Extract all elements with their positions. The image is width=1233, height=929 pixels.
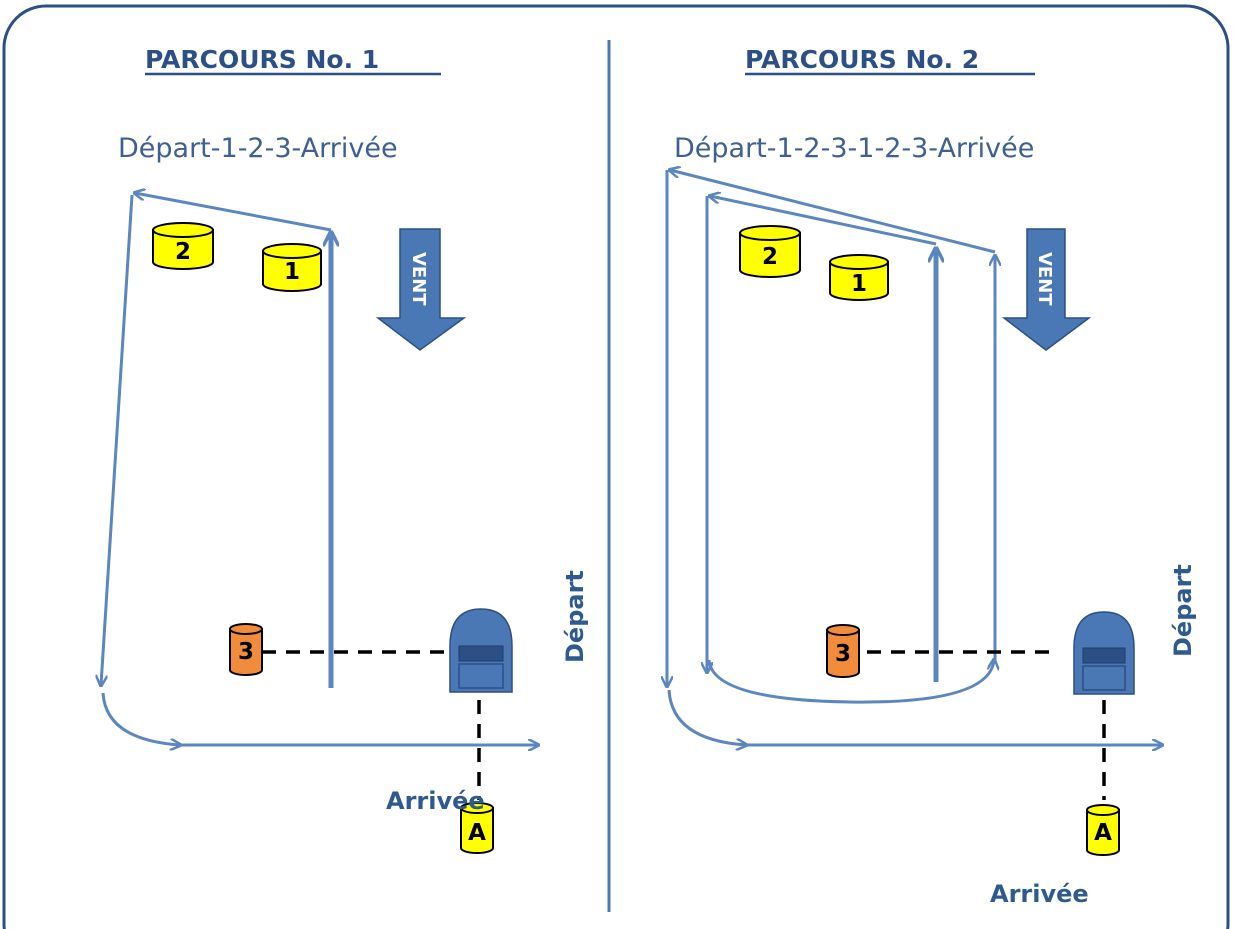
panel-2-wind-label: VENT — [1034, 252, 1055, 306]
panel-1-reach-leg-1-2 — [135, 193, 332, 232]
panel-1-buoy-2: 2 — [152, 222, 214, 270]
panel-2: PARCOURS No. 2 Départ-1-2-3-1-2-3-Arrivé… — [667, 45, 1197, 908]
panel-2-sequence: Départ-1-2-3-1-2-3-Arrivée — [674, 133, 1034, 164]
panel-2-finish-label: Arrivée — [990, 880, 1089, 908]
panel-1-buoy-a: A — [460, 802, 494, 854]
panel-1-sequence: Départ-1-2-3-Arrivée — [118, 133, 398, 164]
panel-1-wind-arrow: VENT — [375, 228, 467, 351]
panel-1-finish-label: Arrivée — [386, 787, 485, 815]
panel-1-title: PARCOURS No. 1 — [145, 45, 379, 74]
panel-1-start-label: Départ — [561, 570, 589, 663]
panel-1-buoy-2-label: 2 — [175, 239, 191, 265]
panel-2-title: PARCOURS No. 2 — [745, 45, 979, 74]
panel-1-buoy-a-label: A — [468, 820, 486, 846]
panel-2-reach-leg-lap-2 — [670, 170, 996, 254]
panel-2-wind-arrow: VENT — [1001, 228, 1092, 351]
panel-1-rounding-curve — [101, 692, 180, 745]
panel-2-buoy-3-label: 3 — [835, 641, 851, 667]
panel-1-buoy-3: 3 — [229, 623, 263, 676]
panel-2-buoy-1: 1 — [829, 254, 889, 301]
panel-2-buoy-3: 3 — [826, 624, 860, 678]
panel-1-committee-boat — [449, 608, 513, 693]
panel-2-rounding-curve — [667, 689, 746, 745]
panel-2-committee-boat — [1073, 611, 1135, 695]
panel-2-buoy-a-label: A — [1094, 820, 1112, 846]
panel-2-reach-leg-lap-1 — [710, 196, 937, 246]
panel-2-buoy-2: 2 — [739, 225, 801, 278]
panel-2-buoy-1-label: 1 — [851, 271, 867, 297]
panel-2-start-label: Départ — [1169, 564, 1197, 657]
panel-1-buoy-1-label: 1 — [284, 259, 300, 285]
panel-1-buoy-3-label: 3 — [238, 639, 254, 665]
panel-2-buoy-a: A — [1086, 804, 1120, 856]
panel-1-downwind-leg-2-3 — [101, 194, 134, 685]
panel-1-wind-label: VENT — [408, 252, 429, 306]
outer-frame — [2, 4, 1230, 929]
panel-2-buoy-2-label: 2 — [762, 244, 778, 270]
panel-2-lap-curve — [707, 660, 994, 704]
panel-1-buoy-1: 1 — [262, 243, 322, 292]
panel-1: PARCOURS No. 1 Départ-1-2-3-Arrivée 2 1 … — [101, 45, 589, 854]
